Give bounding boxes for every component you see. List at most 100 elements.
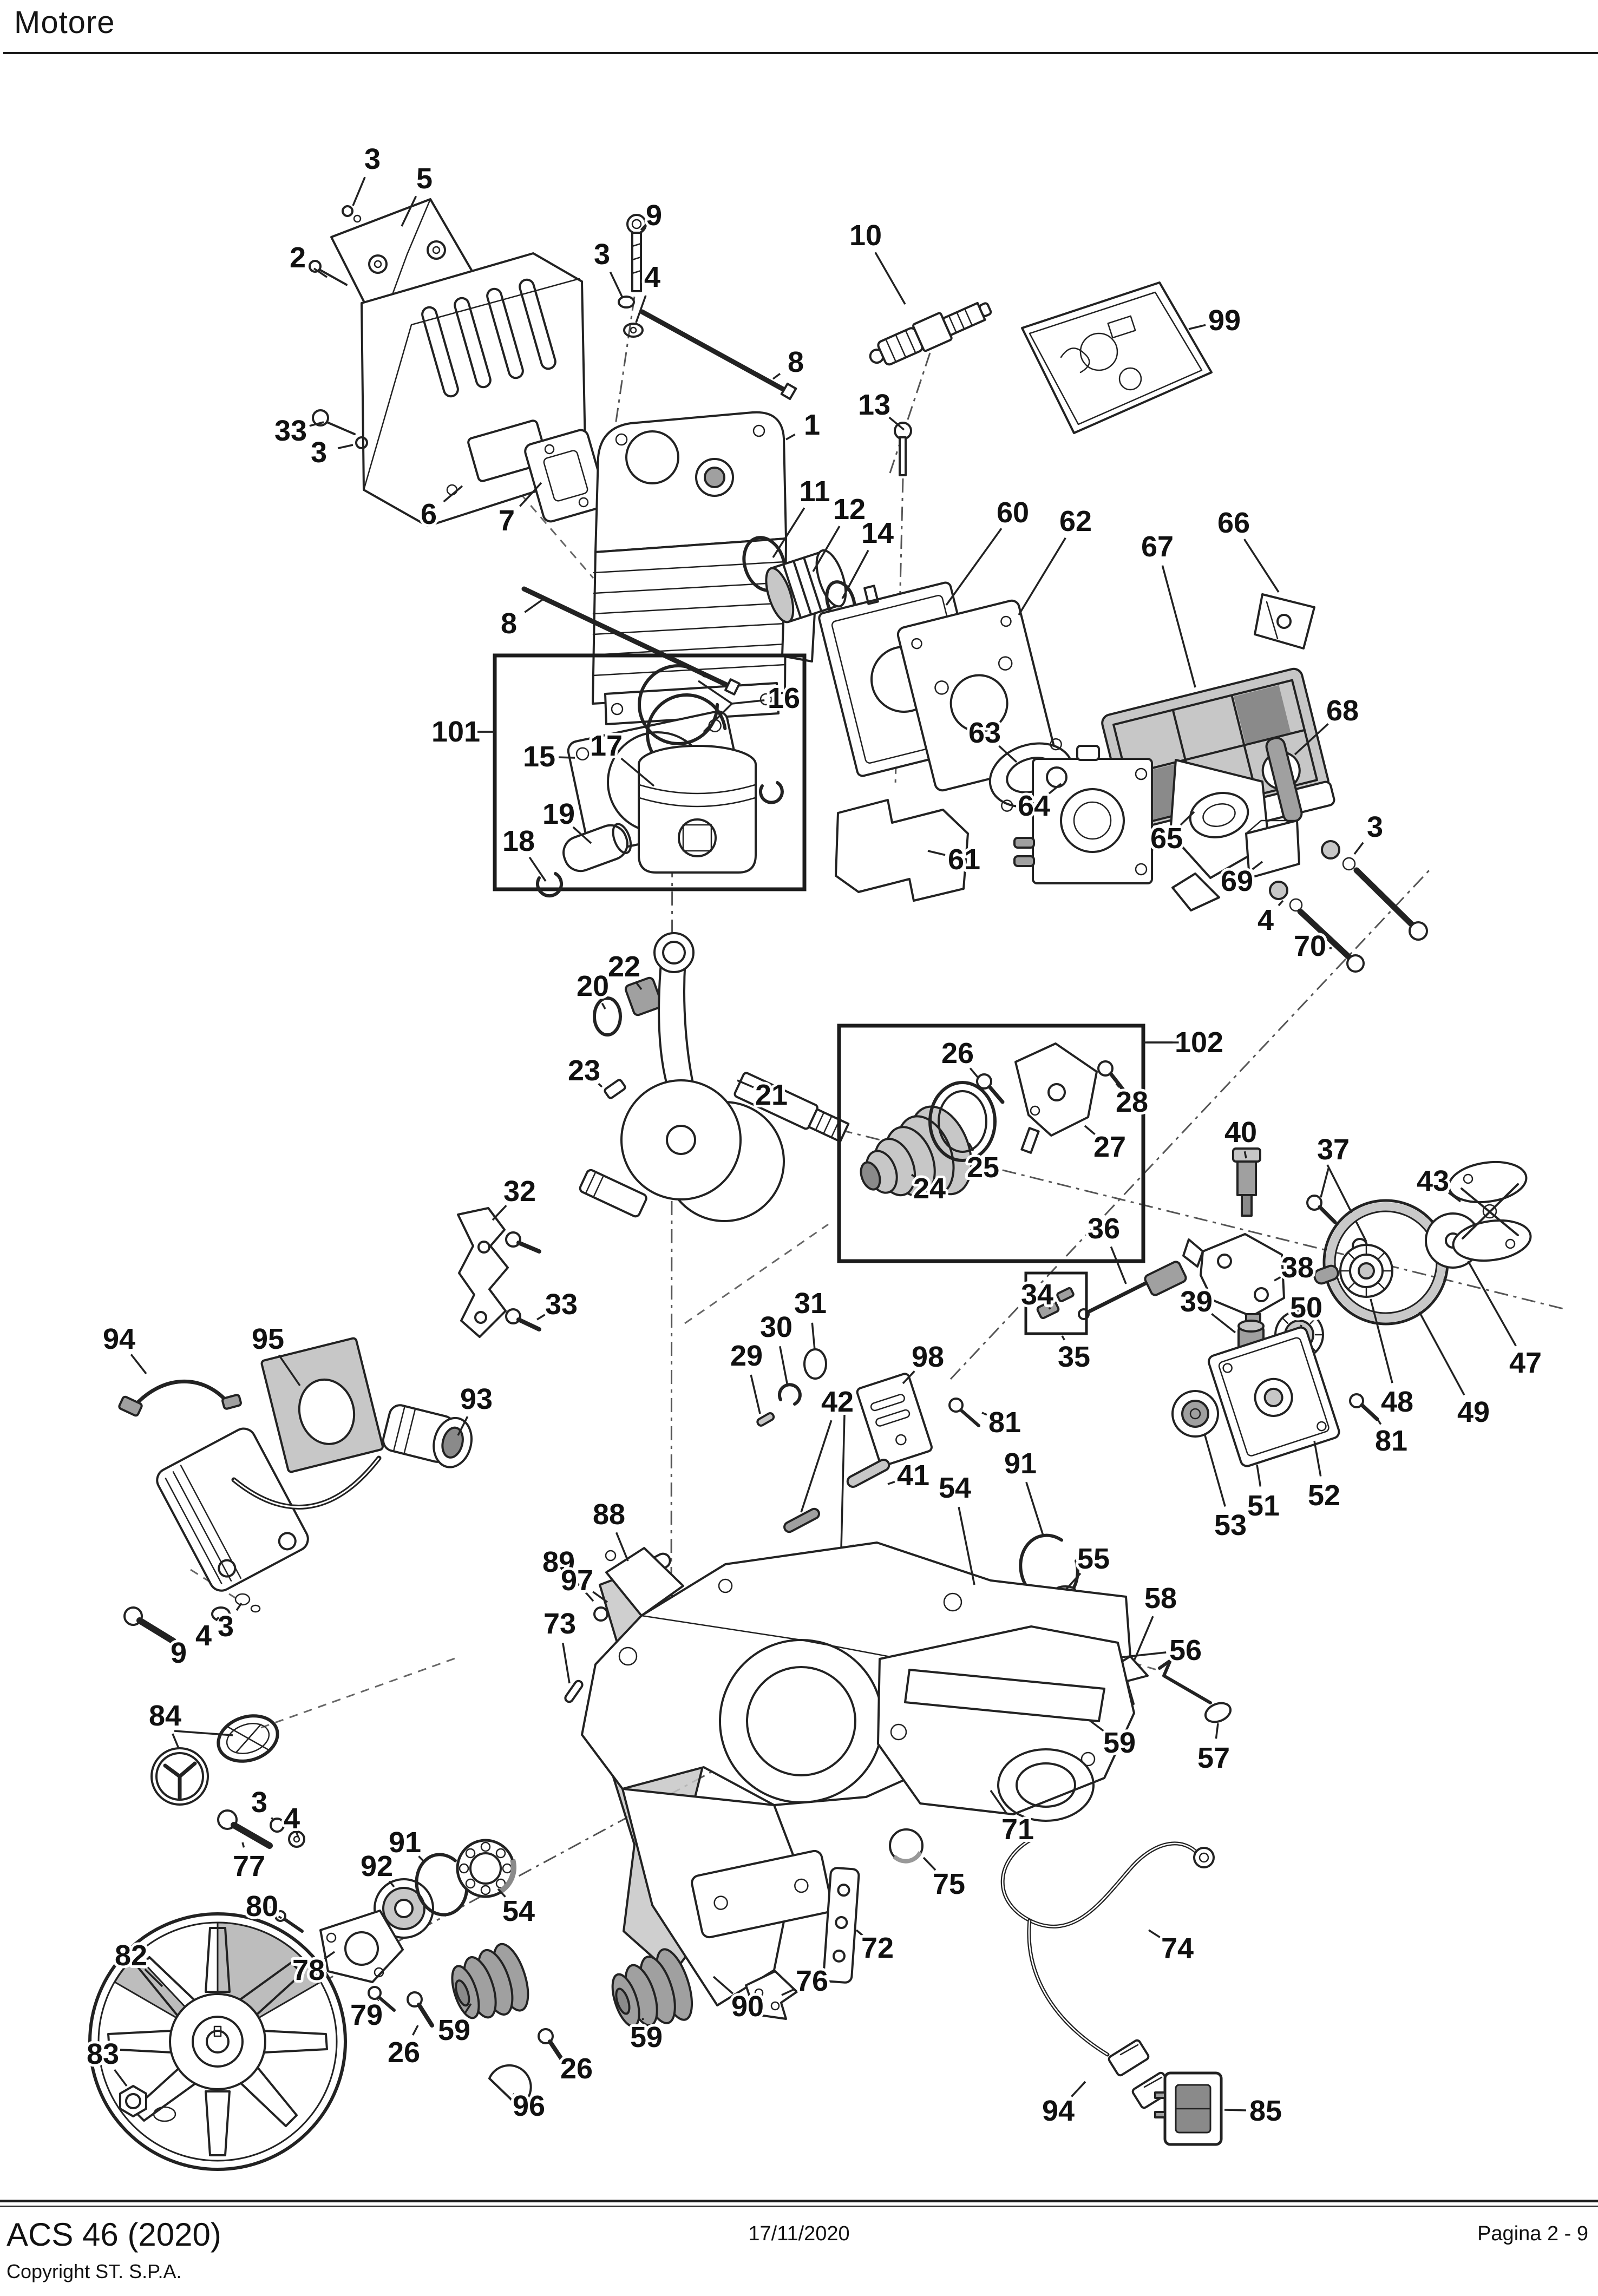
part-callout-98: 98	[912, 1341, 944, 1373]
callout-leader-13	[888, 416, 905, 431]
callout-leader-99	[1188, 324, 1206, 330]
part-callout-3: 3	[594, 238, 610, 271]
screw-79	[368, 1986, 396, 2012]
piston-group-box	[469, 653, 807, 898]
part-callout-58: 58	[1144, 1582, 1177, 1615]
callout-leader-95	[278, 1354, 301, 1386]
callout-leader-78	[324, 1951, 336, 1960]
part-callout-32: 32	[503, 1175, 536, 1208]
part-callout-94: 94	[103, 1323, 135, 1355]
callout-leader-92	[388, 1880, 395, 1888]
part-callout-59: 59	[438, 2014, 470, 2046]
bearing-54b	[456, 1839, 516, 1898]
part-callout-73: 73	[543, 1608, 576, 1640]
exhaust-gasket-7	[524, 429, 607, 523]
baffle-plate-61	[835, 799, 969, 902]
adjuster-screw-36	[1078, 1261, 1187, 1320]
part-callout-36: 36	[1088, 1212, 1120, 1245]
callout-leader-53	[1204, 1435, 1226, 1507]
part-callout-11: 11	[799, 475, 830, 508]
head-screw-8-upper	[639, 309, 797, 401]
callout-leader-65	[1180, 811, 1195, 826]
part-callout-99: 99	[1208, 304, 1241, 337]
part-callout-79: 79	[350, 1999, 383, 2031]
part-callout-57: 57	[1197, 1742, 1230, 1774]
callout-leader-81	[1377, 1420, 1382, 1425]
pickup-plate-78	[319, 1910, 404, 1983]
part-callout-8: 8	[501, 607, 517, 640]
part-callout-93: 93	[460, 1383, 493, 1415]
part-callout-81: 81	[988, 1406, 1021, 1439]
part-callout-54: 54	[502, 1895, 535, 1927]
callout-leader-4	[215, 1616, 220, 1622]
part-callout-22: 22	[608, 950, 640, 983]
callout-leader-39	[1211, 1313, 1236, 1334]
part-callout-9: 9	[646, 199, 662, 232]
callout-leader-32	[492, 1204, 507, 1221]
callout-leader-1	[785, 434, 796, 441]
callout-leader-18	[528, 856, 547, 882]
callout-leader-54	[497, 1888, 506, 1898]
buffer-screw-26c	[538, 2028, 565, 2063]
deflector-screw-2	[309, 205, 362, 286]
cap-96	[488, 2064, 532, 2108]
stop-switch-85	[1154, 2071, 1223, 2146]
seal-plate-92	[374, 1878, 434, 1939]
callout-leader-90	[712, 1976, 734, 1995]
callout-leader-14	[841, 549, 869, 599]
spark-plug	[869, 301, 992, 366]
callout-leader-4	[296, 1832, 299, 1838]
callout-leader-4	[635, 295, 647, 323]
callout-leader-49	[1418, 1311, 1465, 1396]
callout-leader-2	[313, 267, 328, 278]
callout-leader-54	[958, 1506, 975, 1585]
part-callout-51: 51	[1247, 1490, 1280, 1522]
part-callout-96: 96	[513, 2090, 545, 2122]
carb-screw-13	[894, 422, 912, 476]
intake-sleeve-12	[765, 549, 847, 624]
part-callout-82: 82	[115, 1939, 147, 1972]
part-callout-56: 56	[1169, 1634, 1202, 1667]
callout-leader-59	[463, 2003, 472, 2015]
plate-screw-81a	[948, 1398, 980, 1427]
page-number: Pagina 2 - 9	[1477, 2222, 1588, 2245]
part-callout-67: 67	[1141, 530, 1174, 563]
part-callout-66: 66	[1217, 507, 1250, 539]
clip-30	[777, 1383, 802, 1406]
callout-leader-62	[1018, 537, 1066, 615]
part-callout-20: 20	[577, 970, 609, 1002]
screw-80	[267, 1906, 304, 1933]
callout-leader-4	[1278, 900, 1284, 907]
callout-leader-42	[800, 1420, 833, 1513]
part-callout-3: 3	[218, 1610, 234, 1643]
part-callout-2: 2	[290, 241, 306, 274]
callout-leader-19	[572, 826, 592, 844]
part-callout-59: 59	[1103, 1727, 1136, 1759]
part-callout-33: 33	[545, 1288, 578, 1321]
print-date: 17/11/2020	[748, 2222, 850, 2245]
kill-wire-94	[118, 1379, 242, 1417]
oil-pump-worm	[860, 1105, 973, 1197]
part-callout-41: 41	[897, 1459, 929, 1492]
coil-bolt-9	[123, 1593, 261, 1644]
av-buffer-59b	[451, 1943, 529, 2019]
callout-leader-10	[874, 252, 906, 305]
part-callout-15: 15	[523, 740, 555, 773]
part-callout-84: 84	[149, 1700, 181, 1732]
oil-pump-plate-51-52	[1207, 1326, 1340, 1467]
part-callout-92: 92	[361, 1850, 393, 1882]
callout-leader-23	[598, 1083, 603, 1088]
title-divider	[3, 52, 1598, 54]
callout-leader-97	[592, 1591, 608, 1603]
part-callout-78: 78	[292, 1954, 325, 1986]
carburetor-64	[1013, 745, 1153, 884]
strip-72	[822, 1867, 860, 1984]
callout-leader-57	[1215, 1723, 1219, 1739]
choke-rod-57	[1158, 1659, 1232, 1723]
part-callout-39: 39	[1180, 1285, 1213, 1318]
spike-screws-33	[505, 1231, 541, 1331]
callout-leader-3	[1353, 842, 1364, 855]
model-name: ACS 46 (2020)	[6, 2216, 221, 2253]
callout-leader-21	[737, 1079, 754, 1088]
oil-pump-group-box	[837, 1024, 1173, 1263]
